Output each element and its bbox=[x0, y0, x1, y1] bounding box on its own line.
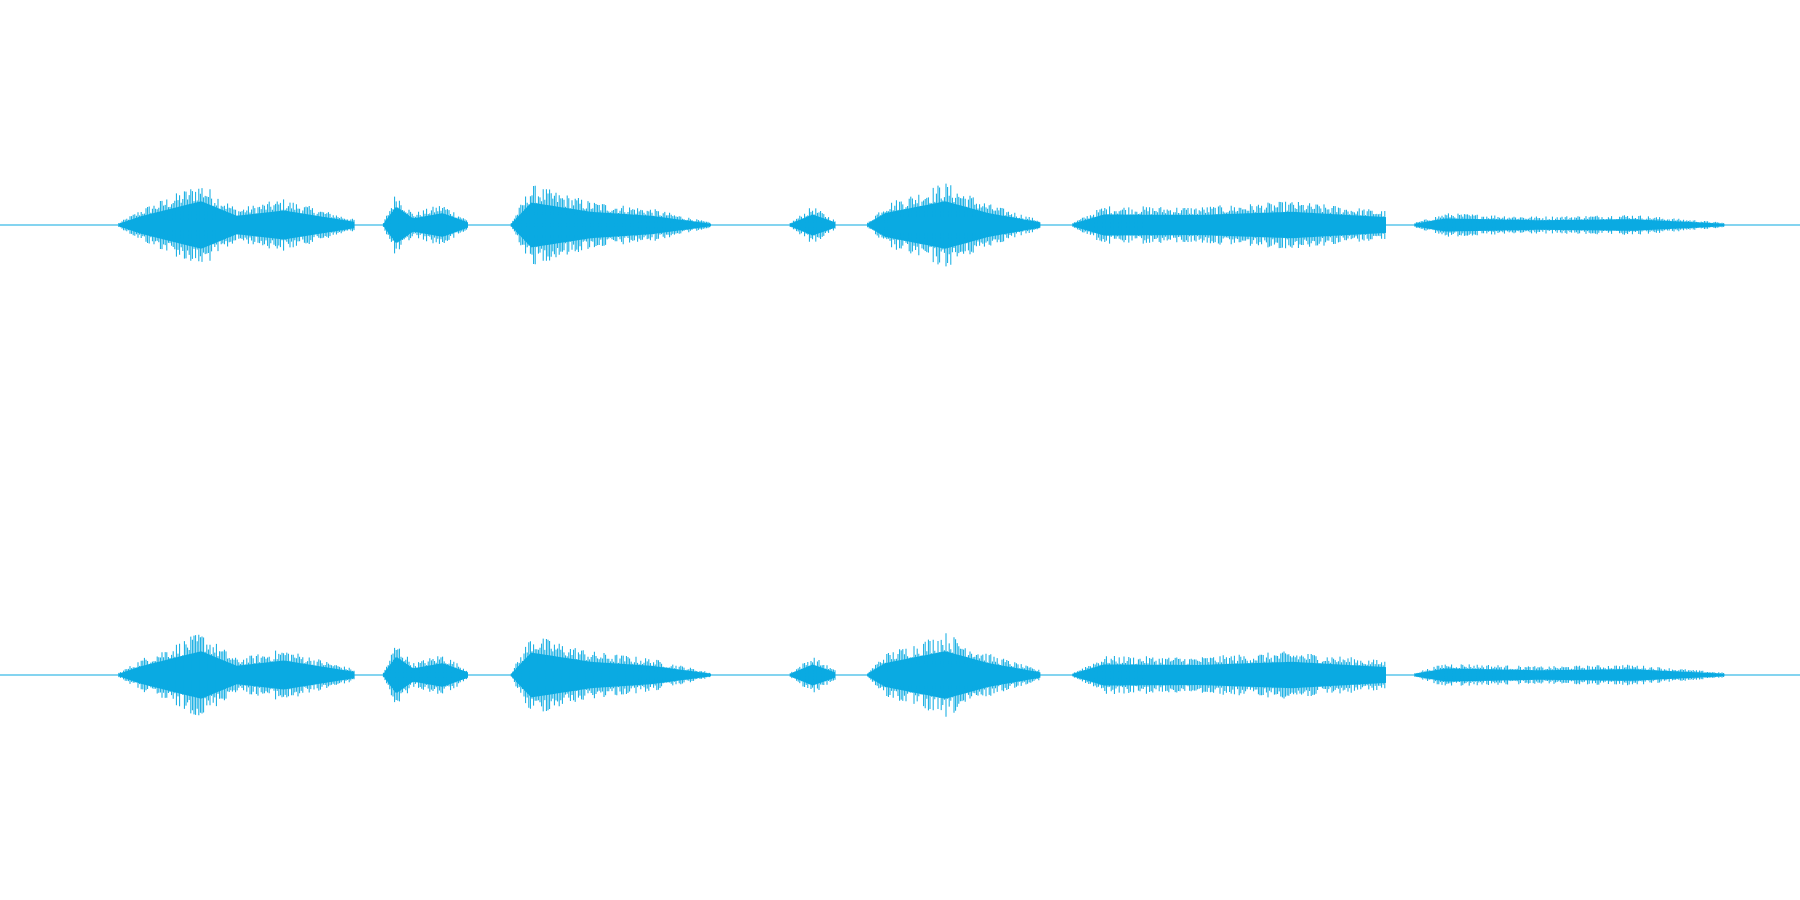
waveform-samples bbox=[510, 638, 711, 712]
waveform-segment bbox=[382, 647, 468, 703]
waveform-samples bbox=[118, 634, 355, 716]
waveform-samples bbox=[382, 647, 468, 703]
waveform-samples bbox=[789, 657, 836, 693]
waveform-samples bbox=[382, 196, 468, 254]
waveform-segment bbox=[1072, 201, 1386, 249]
waveform-segment bbox=[118, 634, 355, 716]
waveform-segment bbox=[1414, 213, 1725, 237]
waveform-samples bbox=[1072, 201, 1386, 249]
waveform-segment bbox=[1414, 664, 1725, 686]
waveform-samples bbox=[789, 208, 836, 242]
waveform-channel-1 bbox=[0, 183, 1800, 267]
waveform-samples bbox=[867, 633, 1040, 717]
waveform-segment bbox=[510, 185, 711, 265]
waveform-segment bbox=[382, 196, 468, 254]
waveform-segment bbox=[789, 657, 836, 693]
waveform-segment bbox=[867, 183, 1041, 267]
waveform-segment bbox=[1072, 651, 1386, 699]
waveform-channel-2 bbox=[0, 633, 1800, 717]
waveform-samples bbox=[510, 185, 711, 265]
waveform-samples bbox=[1414, 664, 1725, 686]
waveform-samples bbox=[1072, 651, 1386, 699]
waveform-segment bbox=[510, 638, 711, 712]
waveform-segment bbox=[118, 188, 355, 262]
waveform-samples bbox=[1414, 213, 1725, 237]
waveform-samples bbox=[867, 183, 1040, 267]
waveform-samples bbox=[118, 188, 355, 262]
waveform-segment bbox=[789, 208, 836, 242]
waveform-segment bbox=[867, 633, 1041, 717]
